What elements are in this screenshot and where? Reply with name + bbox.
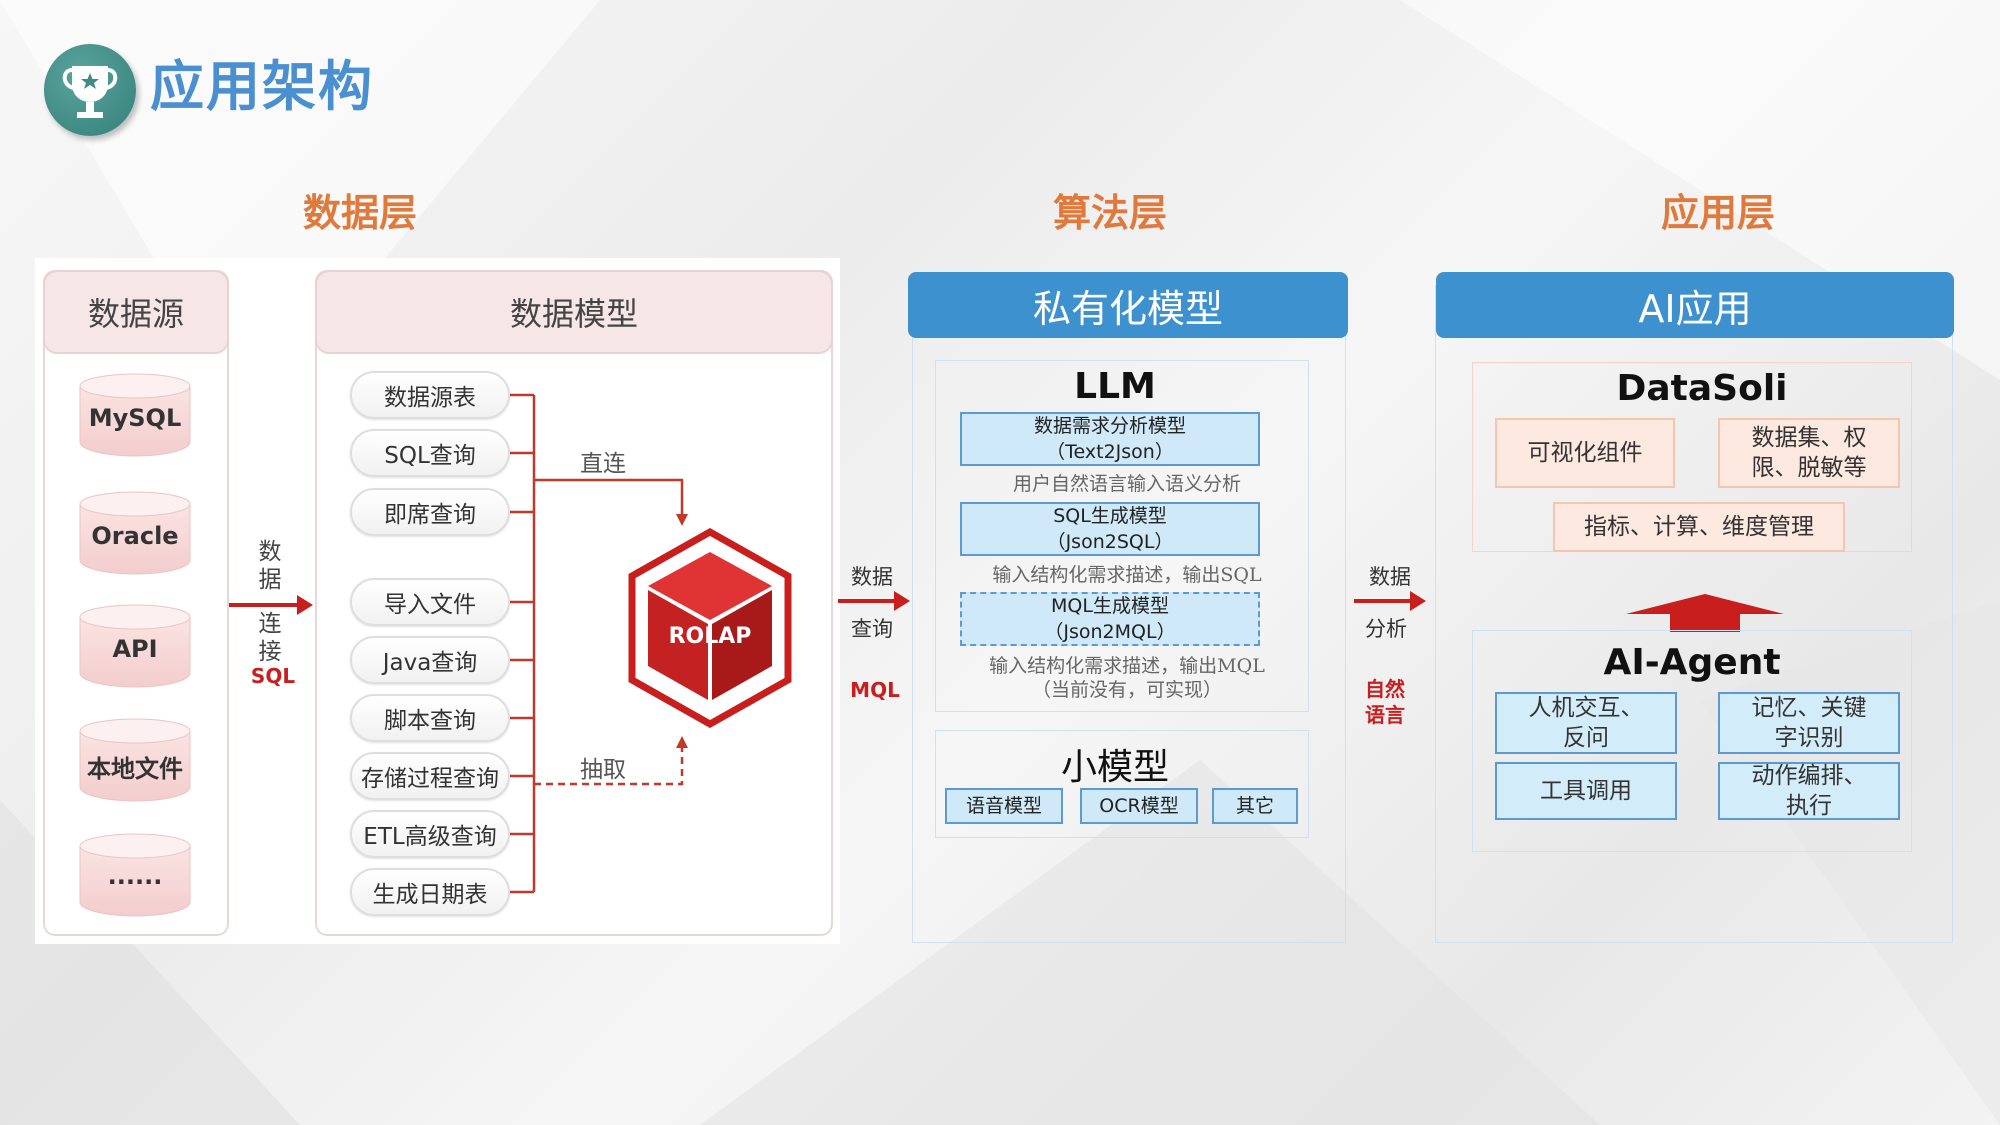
query-connectors bbox=[510, 393, 536, 894]
up-arrow bbox=[1626, 594, 1784, 632]
arrow1-red-label: MQL bbox=[850, 678, 900, 702]
agent-frame bbox=[1472, 630, 1912, 852]
model-json2sql: SQL生成模型 （Json2SQL） bbox=[960, 502, 1260, 556]
layer-title-data: 数据层 bbox=[302, 191, 417, 235]
connection-arrow bbox=[229, 595, 313, 615]
query-pill: 生成日期表 bbox=[350, 868, 510, 916]
data-source-header: 数据源 bbox=[43, 270, 229, 354]
connect-char: 接 bbox=[258, 639, 282, 665]
item-line: 反问 bbox=[1563, 725, 1609, 751]
item-line: 执行 bbox=[1786, 793, 1832, 819]
datasoli-title: DataSoli bbox=[1616, 368, 1788, 409]
extract-label: 抽取 bbox=[580, 757, 626, 783]
item-line: 数据集、权 bbox=[1751, 425, 1867, 451]
arrow2-label-bottom: 分析 bbox=[1365, 617, 1407, 641]
connect-sql-label: SQL bbox=[250, 664, 296, 688]
item-line: 可视化组件 bbox=[1527, 440, 1643, 466]
extract-line bbox=[534, 736, 688, 786]
query-pill: 导入文件 bbox=[350, 578, 510, 626]
datasource-api: API bbox=[78, 603, 192, 689]
layer-title-application: 应用层 bbox=[1660, 191, 1775, 235]
item-line: 字识别 bbox=[1774, 725, 1844, 751]
model-code: （Json2SQL） bbox=[1046, 531, 1174, 553]
connect-char: 据 bbox=[258, 567, 282, 593]
connect-char: 数 bbox=[258, 539, 282, 565]
arrow1-label-top: 数据 bbox=[851, 565, 893, 589]
datasource-label: MySQL bbox=[88, 404, 182, 432]
arrow1 bbox=[838, 591, 910, 611]
arrow2 bbox=[1354, 591, 1426, 611]
item-line: 记忆、关键 bbox=[1751, 695, 1867, 721]
connect-char: 连 bbox=[258, 611, 282, 637]
model-code: （Json2MQL） bbox=[1044, 621, 1176, 643]
private-model-header: 私有化模型 bbox=[908, 272, 1348, 338]
small-model-speech: 语音模型 bbox=[945, 788, 1063, 824]
arrow1-label-bottom: 查询 bbox=[851, 617, 893, 641]
model-text2json: 数据需求分析模型 （Text2Json） bbox=[960, 412, 1260, 466]
page-title: 应用架构 bbox=[150, 55, 374, 118]
datasource-label: 本地文件 bbox=[87, 755, 183, 783]
model-name: 数据需求分析模型 bbox=[1033, 415, 1186, 437]
direct-connect-label: 直连 bbox=[580, 451, 626, 477]
model-name: MQL生成模型 bbox=[1051, 595, 1169, 617]
datasoli-item: 可视化组件 bbox=[1495, 418, 1675, 488]
item-line: 限、脱敏等 bbox=[1751, 455, 1867, 481]
datasource-more: ...... bbox=[78, 832, 192, 918]
query-pill: 存储过程查询 bbox=[350, 752, 510, 800]
agent-item: 记忆、关键 字识别 bbox=[1718, 692, 1900, 754]
datasource-mysql: MySQL bbox=[78, 372, 192, 458]
query-pill: SQL查询 bbox=[350, 429, 510, 477]
query-pill: 数据源表 bbox=[350, 371, 510, 419]
model-desc: 输入结构化需求描述，输出MQL bbox=[989, 655, 1265, 677]
model-desc: 用户自然语言输入语义分析 bbox=[1012, 473, 1241, 495]
cube-icon bbox=[628, 527, 792, 729]
datasource-local-file: 本地文件 bbox=[78, 717, 192, 803]
llm-title: LLM bbox=[1074, 366, 1156, 407]
direct-connect-line bbox=[534, 478, 688, 526]
datasource-label: ...... bbox=[107, 862, 163, 890]
arrow2-label-top: 数据 bbox=[1369, 565, 1411, 589]
small-model-title: 小模型 bbox=[1060, 747, 1169, 788]
datasoli-item: 指标、计算、维度管理 bbox=[1553, 502, 1845, 552]
data-connection-label-2: 连 接 bbox=[250, 610, 290, 666]
layer-title-algorithm: 算法层 bbox=[1052, 191, 1167, 235]
model-desc-note: （当前没有，可实现） bbox=[1031, 679, 1222, 701]
arrow2-red-line: 语言 bbox=[1365, 703, 1405, 727]
llm-frame bbox=[935, 360, 1309, 712]
agent-item: 动作编排、 执行 bbox=[1718, 762, 1900, 820]
query-pill: 即席查询 bbox=[350, 488, 510, 536]
arrow2-red-line: 自然 bbox=[1365, 677, 1405, 701]
ai-app-header: AI应用 bbox=[1436, 272, 1954, 338]
query-pill: ETL高级查询 bbox=[350, 810, 510, 858]
data-connection-label: 数 据 bbox=[250, 538, 290, 594]
small-model-other: 其它 bbox=[1212, 788, 1298, 824]
data-model-header: 数据模型 bbox=[315, 270, 833, 354]
small-model-ocr: OCR模型 bbox=[1080, 788, 1198, 824]
small-model-frame bbox=[935, 730, 1309, 838]
model-json2mql: MQL生成模型 （Json2MQL） bbox=[960, 592, 1260, 646]
query-pill: Java查询 bbox=[350, 636, 510, 684]
datasource-oracle: Oracle bbox=[78, 490, 192, 576]
query-pill: 脚本查询 bbox=[350, 694, 510, 742]
datasource-label: Oracle bbox=[91, 522, 179, 550]
item-line: 人机交互、 bbox=[1528, 695, 1644, 721]
rolap-cube: ROLAP bbox=[626, 527, 794, 729]
model-name: SQL生成模型 bbox=[1053, 505, 1167, 527]
agent-title: AI-Agent bbox=[1603, 642, 1781, 683]
trophy-icon bbox=[44, 44, 136, 136]
item-line: 动作编排、 bbox=[1751, 763, 1867, 789]
datasource-label: API bbox=[112, 635, 158, 663]
agent-item: 工具调用 bbox=[1495, 762, 1677, 820]
agent-item: 人机交互、 反问 bbox=[1495, 692, 1677, 754]
model-desc: 输入结构化需求描述，输出SQL bbox=[992, 564, 1262, 586]
rolap-label: ROLAP bbox=[668, 624, 752, 649]
datasoli-item: 数据集、权 限、脱敏等 bbox=[1718, 418, 1900, 488]
model-code: （Text2Json） bbox=[1046, 441, 1174, 463]
arrow2-red-label: 自然 语言 bbox=[1358, 676, 1412, 728]
